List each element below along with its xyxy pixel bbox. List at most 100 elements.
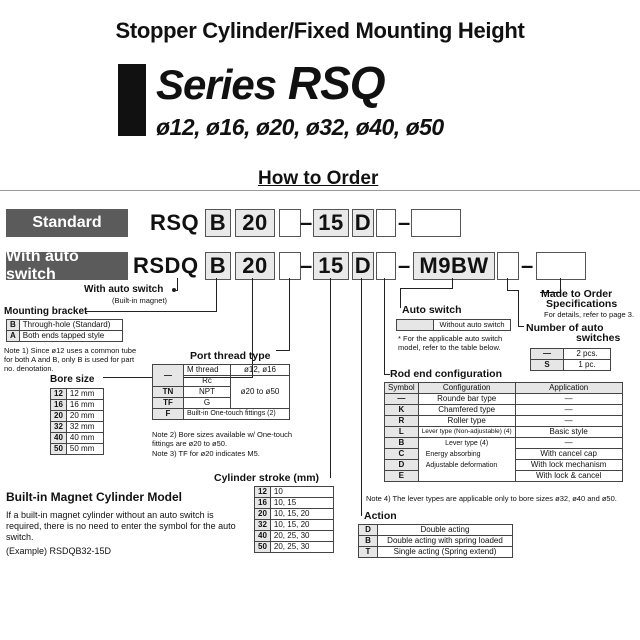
rod-end-table: Symbol Configuration Application —Rounde… bbox=[384, 382, 623, 482]
table-cell: 10 bbox=[269, 486, 334, 498]
table-cell: 50 mm bbox=[65, 443, 104, 455]
table-cell: 1 pc. bbox=[563, 359, 611, 371]
table-cell: F bbox=[152, 408, 184, 420]
table-cell: 20 mm bbox=[65, 410, 104, 422]
table-cell: 40 mm bbox=[65, 432, 104, 444]
table-cell: B bbox=[384, 437, 419, 449]
series-prefix: Series bbox=[156, 61, 277, 108]
standard-port-box bbox=[279, 209, 301, 237]
table-cell: ø20 to ø50 bbox=[230, 375, 290, 409]
table-cell: Double acting bbox=[377, 524, 513, 536]
lever-type-cell: Lever type (4) Energy absorbing Adjustab… bbox=[417, 437, 516, 482]
auto-mto-box bbox=[536, 252, 586, 280]
auto-dash1: – bbox=[300, 253, 313, 278]
table-cell: 16 bbox=[50, 399, 67, 411]
table-cell: 10, 15, 20 bbox=[269, 519, 334, 531]
table-cell: — bbox=[530, 348, 564, 360]
table-cell: Chamfered type bbox=[417, 404, 516, 416]
series-bores: ø12, ø16, ø20, ø32, ø40, ø50 bbox=[156, 114, 444, 140]
number-switches-title: Number of auto bbox=[526, 322, 604, 334]
table-row: —2 pcs. bbox=[530, 348, 611, 360]
leader-line bbox=[540, 292, 561, 293]
table-cell: NPT bbox=[183, 386, 231, 398]
standard-prefix: RSQ bbox=[150, 210, 200, 235]
made-to-order-title: Made to Order bbox=[541, 288, 613, 300]
table-cell: L bbox=[384, 426, 419, 438]
port-thread-title: Port thread type bbox=[190, 350, 271, 362]
series-name: RSQ bbox=[287, 57, 386, 109]
auto-number-box bbox=[497, 252, 519, 280]
cylinder-stroke-title: Cylinder stroke (mm) bbox=[214, 472, 320, 484]
auto-bore: 20 bbox=[235, 252, 275, 280]
table-cell: With lock & cancel bbox=[514, 470, 623, 482]
leader-line bbox=[507, 290, 519, 291]
table-header: Application bbox=[514, 382, 623, 394]
table-row: Symbol Configuration Application bbox=[384, 382, 623, 394]
table-cell: Roller type bbox=[417, 415, 516, 427]
standard-label: Standard bbox=[6, 209, 128, 237]
table-cell: K bbox=[384, 404, 419, 416]
leader-line bbox=[560, 278, 561, 292]
leader-line bbox=[361, 278, 362, 516]
table-cell: M thread bbox=[183, 364, 231, 376]
table-cell: 20, 25, 30 bbox=[269, 530, 334, 542]
lever-type-label: Lever type (4) bbox=[445, 440, 489, 447]
table-cell: — bbox=[514, 415, 623, 427]
table-cell: — bbox=[514, 404, 623, 416]
table-cell: TF bbox=[152, 397, 184, 409]
port-thread-note2: Note 2) Bore sizes available w/ One-touc… bbox=[152, 430, 293, 448]
series-bar bbox=[118, 64, 146, 136]
table-cell: 40 bbox=[254, 530, 271, 542]
table-cell: Single acting (Spring extend) bbox=[377, 546, 513, 558]
table-cell: 20 bbox=[50, 410, 67, 422]
table-cell: 12 bbox=[254, 486, 271, 498]
leader-line bbox=[177, 278, 178, 290]
auto-stroke: 15 bbox=[313, 252, 349, 280]
table-cell: 20, 25, 30 bbox=[269, 541, 334, 553]
table-cell: 32 bbox=[50, 421, 67, 433]
auto-switch-label: With auto switch bbox=[6, 248, 128, 283]
mounting-bracket-title: Mounting bracket bbox=[4, 306, 88, 317]
table-cell: G bbox=[183, 397, 231, 409]
table-cell: With lock mechanism bbox=[514, 459, 623, 471]
series-title: Series RSQ bbox=[156, 56, 386, 110]
table-cell: 2 pcs. bbox=[563, 348, 611, 360]
table-cell: 16 bbox=[254, 497, 271, 509]
table-cell: C bbox=[384, 448, 419, 460]
table-cell: 10, 15 bbox=[269, 497, 334, 509]
leader-line bbox=[330, 278, 331, 478]
table-cell: B bbox=[6, 319, 20, 331]
standard-stroke: 15 bbox=[313, 209, 349, 237]
table-cell: — bbox=[514, 393, 623, 405]
table-cell: — bbox=[152, 364, 184, 387]
auto-switch-table: Without auto switch bbox=[396, 319, 511, 331]
table-row: — M thread ø12, ø16 bbox=[152, 364, 290, 387]
leader-line bbox=[384, 278, 385, 374]
auto-switch-title: Auto switch bbox=[402, 304, 462, 316]
table-cell: Rounde bar type bbox=[417, 393, 516, 405]
table-header: Symbol bbox=[384, 382, 419, 394]
table-cell: 16 mm bbox=[65, 399, 104, 411]
table-cell: Through-hole (Standard) bbox=[18, 319, 123, 331]
table-cell: 50 bbox=[254, 541, 271, 553]
standard-dash1: – bbox=[300, 210, 313, 235]
table-cell: Built-in One-touch fittings (2) bbox=[183, 408, 290, 420]
leader-line bbox=[86, 311, 217, 312]
table-cell: 32 mm bbox=[65, 421, 104, 433]
number-switches-title2: switches bbox=[576, 332, 621, 344]
leader-line bbox=[518, 326, 524, 327]
table-cell: 40 bbox=[50, 432, 67, 444]
